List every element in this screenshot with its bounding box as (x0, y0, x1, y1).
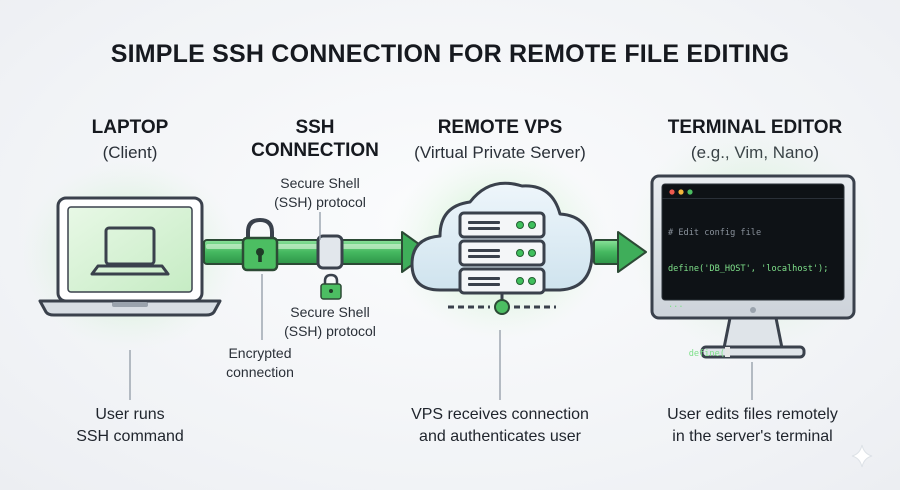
code-line-define: define('DB_HOST', 'localhost'); (668, 264, 829, 274)
laptop-subheading: (Client) (102, 143, 158, 162)
ssh-top-note-line1: Secure Shell (280, 175, 360, 191)
vps-caption-line2: and authenticates user (419, 428, 581, 445)
encrypted-note: Encrypted connection (205, 344, 315, 382)
text-cursor (724, 347, 730, 357)
small-padlock-icon (320, 273, 342, 300)
laptop-heading-block: LAPTOP (Client) (70, 116, 190, 164)
ssh-top-note-line2: (SSH) protocol (274, 194, 366, 210)
editor-caption-line1: User edits files remotely (667, 406, 838, 423)
sparkle-icon (851, 444, 873, 468)
editor-caption-line2: in the server's terminal (672, 428, 833, 445)
ssh-heading-line1: SSH (295, 117, 335, 138)
code-line-partial: define( (688, 349, 725, 359)
ssh-top-note: Secure Shell (SSH) protocol (255, 174, 385, 212)
laptop-heading: LAPTOP (91, 117, 169, 138)
diagram-title: SIMPLE SSH CONNECTION FOR REMOTE FILE ED… (110, 40, 790, 68)
laptop-caption-line2: SSH command (76, 428, 184, 445)
vps-caption-line1: VPS receives connection (411, 406, 589, 423)
ssh-bottom-note: Secure Shell (SSH) protocol (265, 303, 395, 341)
code-line-comment: # Edit config file (668, 228, 762, 238)
vps-heading: REMOTE VPS (437, 117, 563, 138)
terminal-code: # Edit config file define('DB_HOST', 'lo… (668, 203, 840, 384)
ssh-heading-block: SSH CONNECTION (235, 116, 395, 162)
laptop-caption-line1: User runs (95, 406, 165, 423)
monitor-icon (650, 174, 856, 359)
tube-connector (316, 234, 344, 270)
server-to-editor-arrow (593, 231, 647, 273)
arrow-icon (617, 231, 647, 273)
laptop-caption: User runs SSH command (40, 404, 220, 448)
encrypted-note-line2: connection (226, 364, 294, 380)
ssh-bottom-note-line1: Secure Shell (290, 304, 370, 320)
padlock-icon (241, 217, 279, 272)
encrypted-note-line1: Encrypted (228, 345, 292, 361)
ssh-bottom-note-line2: (SSH) protocol (284, 323, 376, 339)
laptop-icon (38, 196, 222, 317)
editor-caption: User edits files remotely in the server'… (630, 404, 875, 448)
code-line-cursor-row: define( (668, 335, 840, 372)
server-icon (448, 211, 556, 315)
code-line-ellipsis: ... (668, 300, 684, 310)
vps-caption: VPS receives connection and authenticate… (380, 404, 620, 448)
ssh-heading-line2: CONNECTION (251, 140, 379, 161)
